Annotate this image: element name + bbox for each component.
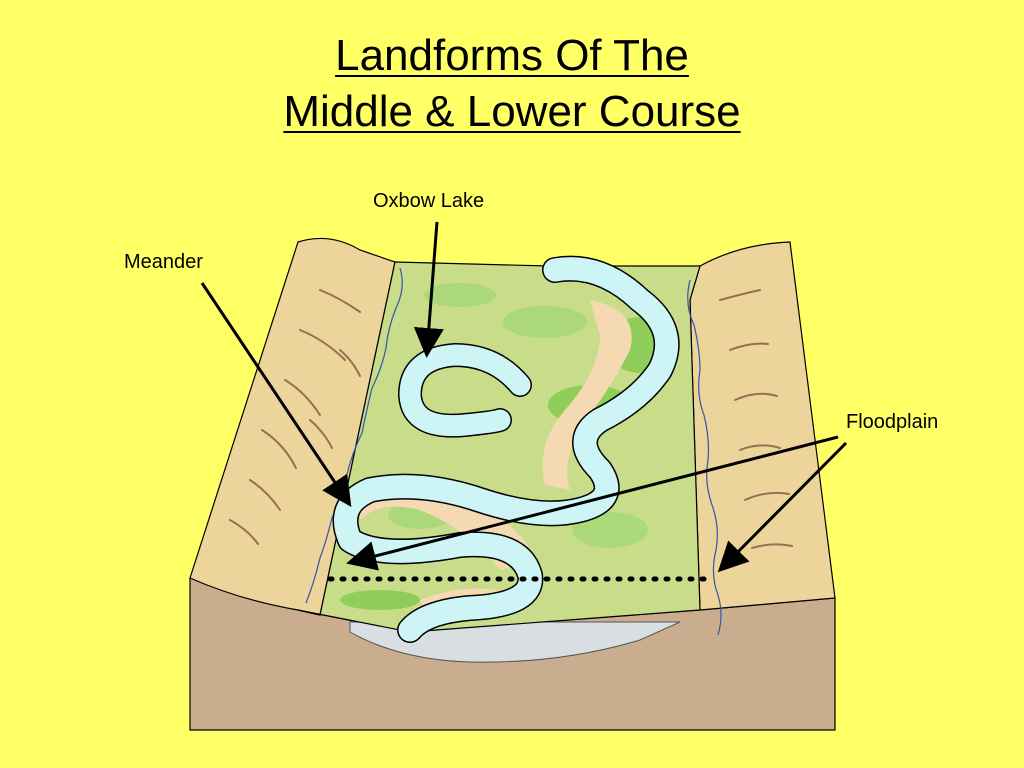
floodplain-arrow-right	[717, 441, 848, 573]
right-valley-side	[689, 241, 836, 611]
floodplain-label: Floodplain	[846, 411, 939, 433]
right-floodplain-edge	[687, 279, 722, 636]
river-channel	[334, 257, 679, 642]
title-line-1: Landforms Of The	[335, 31, 689, 80]
oxbow-lake-label: Oxbow Lake	[373, 190, 485, 212]
title-line-2: Middle & Lower Course	[283, 87, 741, 136]
point-bar-upper	[542, 300, 632, 490]
river-bed-section	[349, 621, 681, 663]
oxbow-arrow	[413, 221, 444, 358]
meander-label: Meander	[124, 251, 203, 273]
meander-arrow	[200, 282, 352, 507]
floodplain-arrow-left	[346, 435, 839, 571]
oxbow-lake	[399, 344, 531, 437]
slide-title: Landforms Of The Middle & Lower Course	[0, 28, 1024, 140]
left-floodplain-edge	[305, 267, 403, 604]
rock-texture	[229, 289, 793, 549]
